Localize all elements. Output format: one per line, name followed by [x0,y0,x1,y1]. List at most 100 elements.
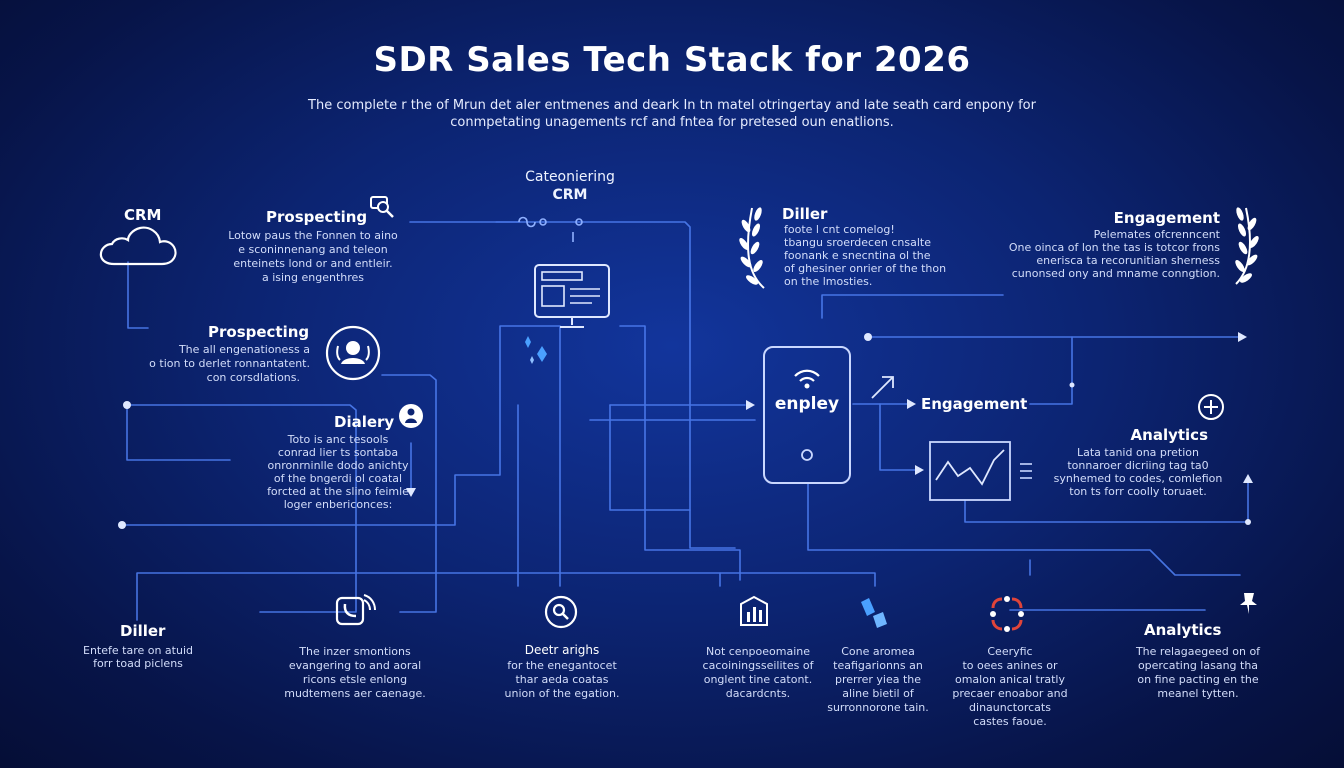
subtitle-line-1: The complete r the of Mrun det aler entm… [308,98,1036,113]
diller-top-desc-5: on the lmosties. [784,275,873,288]
cloud-icon [99,226,177,266]
link-connector-icon [518,216,583,242]
connector-line [879,403,921,471]
analytics-bottom-desc-4: meanel tytten. [1157,687,1239,700]
connector-line [1029,336,1073,405]
search-chat-icon [370,196,394,218]
prospecting-top-desc-3: enteinets lond or and entleir. [233,257,393,270]
analytics-mid-desc-1: Lata tanid ona pretion [1076,446,1200,459]
magnifier-icon [544,595,578,629]
engagement-mid-title: Engagement [921,395,1028,413]
prospecting-top-title: Prospecting [266,208,368,226]
arrow-head [1238,332,1247,342]
dialery-title: Dialery [334,413,395,431]
engagement-top-desc-1: Pelemates ofcrenncent [1093,228,1220,241]
line-chart-icon [929,441,1011,501]
prospecting-top-desc-4: a ising engenthres [261,271,365,284]
page-title: SDR Sales Tech Stack for 2026 [373,40,971,80]
trend-arrow-icon [871,376,894,399]
connector-line [964,479,1249,523]
analytics-mid-title: Analytics [1130,426,1208,444]
dialery-desc-4: of the bngerdi ol coatal [273,472,403,485]
bottom-card-3-desc-1: Not cenpoeomaine [705,645,811,658]
center-label-line-2: CRM [552,187,588,203]
bottom-card-4-desc-1: Cone aromea [841,645,915,658]
analytics-bottom-title: Analytics [1144,621,1222,639]
arrow-head [907,399,916,409]
bar-chart-icon [740,595,768,626]
bottom-card-4-desc-3: prerrer yiea the [834,673,922,686]
pin-icon [1240,593,1257,614]
crm-title: CRM [124,206,162,224]
diller-top-desc-4: of ghesiner onrier of the thon [784,262,947,275]
bottom-card-5-desc-2: to oees anines or [962,659,1058,672]
diller-top-desc-2: tbangu sroerdecen cnsalte [784,236,931,249]
arrow-head [406,488,416,497]
home-button-icon [801,449,813,461]
monitor-icon [534,264,610,328]
engagement-top-desc-2: One oinca of lon the tas is totcor frons [1008,241,1220,254]
bottom-card-2-desc-1: Deetr arighs [524,643,600,657]
person-badge-icon [399,404,423,428]
tag-icon [861,598,887,628]
connector-line [807,483,1241,576]
engagement-top-desc-4: cunonsed ony and mname conngtion. [1011,267,1220,280]
connector-line [136,572,876,621]
dialery-desc-3: onronrninlle dodo anichty [267,459,409,472]
diller-top-desc-1: foote l cnt comelog! [784,223,895,236]
bottom-card-1-desc-2: evangering to and aoral [288,659,422,672]
bottom-card-5-desc-6: castes faoue. [973,715,1047,728]
phone-call-icon [335,594,376,626]
dialery-desc-6: loger enbericonces: [283,498,393,511]
bottom-card-3-desc-2: cacoiningsseilites of [702,659,814,672]
diller-top-desc-3: foonank e snecntina ol the [784,249,931,262]
diller-bottom-desc-1: Entefe tare on atuid [83,644,193,657]
analytics-bottom-desc-3: on fine pacting en the [1137,673,1259,686]
prospecting-mid-title: Prospecting [208,323,310,341]
bottom-card-4-desc-5: surronnorone tain. [827,701,929,714]
prospecting-top-desc-2: e sconinnenang and teleon [238,243,388,256]
analytics-mid-desc-4: ton ts forr coolly toruaet. [1069,485,1207,498]
bottom-card-4-desc-4: aline bietil of [842,687,914,700]
plus-circle-icon [1198,394,1224,420]
engagement-top-desc-3: enerisca ta recorunitian sherness [1036,254,1220,267]
bottom-card-4-desc-2: teafigarionns an [833,659,923,672]
connector-line [619,325,741,581]
analytics-mid-desc-2: tonnaroer dicriing tag ta0 [1067,459,1209,472]
connector-line [127,261,149,329]
prospecting-mid-desc-1: The all engenationess a [178,343,310,356]
connector-dot [1069,382,1075,388]
arrow-head [1243,474,1253,483]
prospecting-mid-desc-2: o tion to derlet ronnantatent. [149,357,310,370]
prospecting-mid-desc-3: con corsdlations. [206,371,300,384]
wifi-icon [794,369,820,389]
arrow-head [915,465,924,475]
bottom-card-1-desc-3: ricons etsle enlong [302,673,408,686]
connector-line [609,404,691,511]
dialery-desc-1: Toto is anc tesools [287,433,389,446]
bottom-card-1-desc-4: mudtemens aer caenage. [284,687,426,700]
bottom-card-3-desc-4: dacardcnts. [725,687,791,700]
connector-line [409,221,736,549]
device-label: enpley [774,394,840,414]
subtitle-line-2: conmpetating unagements rcf and fntea fo… [450,115,894,130]
connector-dot [123,401,131,409]
bottom-card-5-desc-3: omalon anical tratly [954,673,1065,686]
diller-bottom-desc-2: forr toad piclens [93,657,183,670]
bottom-card-2-desc-2: for the enegantocet [507,659,617,672]
connector-line [821,294,1004,319]
dialery-desc-5: forcted at the slino feimle [267,485,409,498]
bottom-card-2-desc-3: thar aeda coatas [515,673,609,686]
sparkle-icon [525,336,547,364]
analytics-mid-desc-3: synhemed to codes, comlefion [1053,472,1223,485]
connector-line [126,404,357,613]
menu-lines-icon [1020,463,1032,479]
prospecting-top-desc-1: Lotow paus the Fonnen to aino [228,229,398,242]
engagement-top-title: Engagement [1113,209,1220,227]
connector-line [126,404,231,461]
bottom-card-5-desc-4: precaer enoabor and [952,687,1068,700]
bottom-card-3-desc-3: onglent tine catont. [703,673,813,686]
analytics-bottom-desc-1: The relagaegeed on of [1135,645,1261,658]
